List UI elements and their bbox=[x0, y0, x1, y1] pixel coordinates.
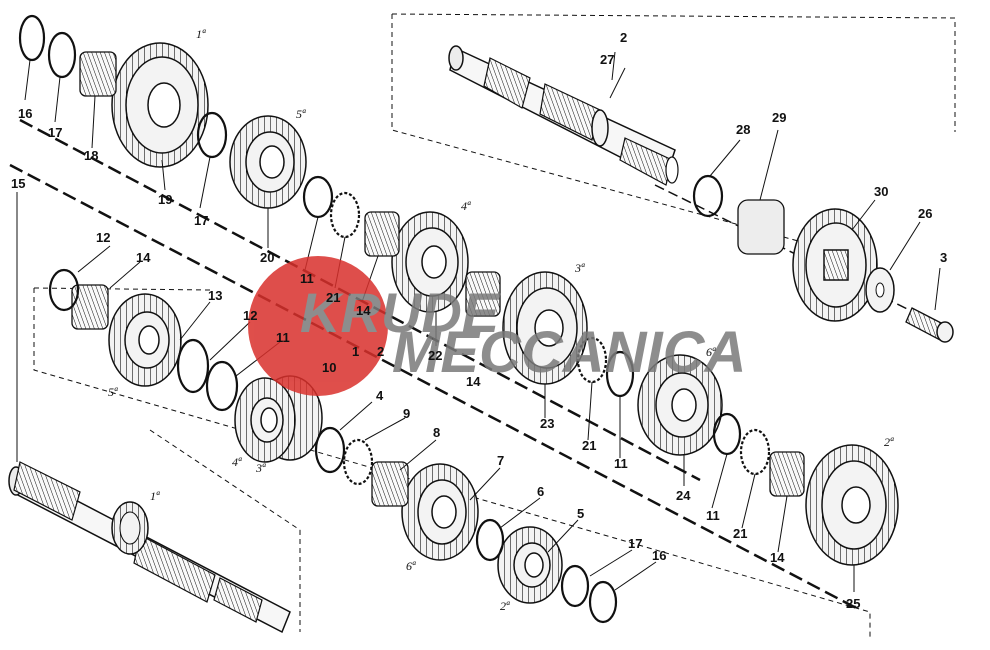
callout-22: 22 bbox=[428, 348, 442, 363]
callout-18: 18 bbox=[84, 148, 98, 163]
output-shaft bbox=[448, 45, 679, 186]
callout-14-c: 14 bbox=[466, 374, 481, 389]
callout-14-d: 14 bbox=[770, 550, 785, 565]
gear-2nd-upper bbox=[805, 444, 899, 566]
callout-13: 13 bbox=[208, 288, 222, 303]
watermark-logo: KRUDE MECCANICA bbox=[248, 256, 746, 396]
gear-6th-lower bbox=[401, 463, 479, 561]
washer-26 bbox=[865, 267, 895, 313]
ordinal-2-upper: 2ª bbox=[884, 435, 894, 449]
callout-26: 26 bbox=[918, 206, 932, 221]
gear-set bbox=[108, 42, 899, 604]
leader-lines bbox=[16, 51, 941, 592]
bearing-14-a bbox=[364, 211, 400, 257]
ordinal-1-upper: 1ª bbox=[196, 27, 206, 41]
ordinal-5-lower: 5ª bbox=[108, 385, 118, 399]
callout-11-b: 11 bbox=[276, 330, 290, 345]
ordinal-1-lower: 1ª bbox=[150, 489, 160, 503]
callout-29: 29 bbox=[772, 110, 786, 125]
callout-12-b: 12 bbox=[243, 308, 257, 323]
callout-14-b: 14 bbox=[356, 303, 371, 318]
callout-2b: 2 bbox=[377, 344, 384, 359]
gear-1st-primary bbox=[111, 42, 209, 168]
callout-28: 28 bbox=[736, 122, 750, 137]
callout-24: 24 bbox=[676, 488, 691, 503]
callout-17-b: 17 bbox=[194, 213, 208, 228]
sprocket-30 bbox=[792, 208, 878, 322]
gear-ordinals: 1ª 5ª 4ª 3ª 6ª 2ª 5ª 4ª 3ª 6ª 2ª 1ª bbox=[108, 27, 894, 613]
bearing-14-c bbox=[769, 451, 805, 497]
callout-17-a: 17 bbox=[48, 125, 62, 140]
callout-21-a: 21 bbox=[326, 290, 340, 305]
ordinal-2-lower: 2ª bbox=[500, 599, 510, 613]
gear-3rd-upper bbox=[502, 271, 588, 385]
callout-2: 2 bbox=[620, 30, 627, 45]
callout-1: 1 bbox=[352, 344, 359, 359]
bolt-3 bbox=[905, 307, 954, 343]
callout-14-a: 14 bbox=[136, 250, 151, 265]
callout-labels: 1 2 2 3 4 5 6 7 8 9 10 11 11 11 11 12 12… bbox=[11, 30, 947, 611]
bearing-18 bbox=[79, 51, 117, 97]
callout-3: 3 bbox=[940, 250, 947, 265]
watermark-line2: MECCANICA bbox=[392, 320, 746, 385]
callout-11-a: 11 bbox=[300, 271, 314, 286]
callout-10: 10 bbox=[322, 360, 336, 375]
output-shaft-axis bbox=[654, 184, 951, 331]
gear-4th-3rd-cluster bbox=[234, 375, 323, 463]
callout-16-b: 16 bbox=[652, 548, 666, 563]
gear-5th-lower bbox=[108, 293, 182, 387]
ordinal-5-upper: 5ª bbox=[296, 107, 306, 121]
bearing-22 bbox=[465, 271, 501, 317]
ordinal-6-lower: 6ª bbox=[406, 559, 416, 573]
gear-6th-upper bbox=[637, 354, 723, 456]
bearing-8 bbox=[371, 461, 409, 507]
rings-and-washers bbox=[18, 14, 771, 624]
callout-9: 9 bbox=[403, 406, 410, 421]
callout-20: 20 bbox=[260, 250, 274, 265]
gear-2nd-lower bbox=[497, 526, 563, 604]
callout-15: 15 bbox=[11, 176, 25, 191]
callout-19: 19 bbox=[158, 192, 172, 207]
callout-12-a: 12 bbox=[96, 230, 110, 245]
callout-7: 7 bbox=[497, 453, 504, 468]
callout-27: 27 bbox=[600, 52, 614, 67]
callout-21-b: 21 bbox=[582, 438, 596, 453]
gear-4th-upper bbox=[391, 211, 469, 313]
callout-25: 25 bbox=[846, 596, 860, 611]
ordinal-3-lower: 3ª bbox=[255, 461, 266, 475]
ordinal-4-lower: 4ª bbox=[232, 455, 242, 469]
callout-5: 5 bbox=[577, 506, 584, 521]
callout-21-c: 21 bbox=[733, 526, 747, 541]
watermark-line1: KRUDE bbox=[300, 281, 501, 344]
callout-8: 8 bbox=[433, 425, 440, 440]
callout-11-c: 11 bbox=[614, 456, 628, 471]
callout-30: 30 bbox=[874, 184, 888, 199]
ordinal-3-upper: 3ª bbox=[574, 261, 585, 275]
callout-4: 4 bbox=[376, 388, 384, 403]
bushing-29 bbox=[737, 199, 785, 255]
callout-6: 6 bbox=[537, 484, 544, 499]
ordinal-6-upper: 6ª bbox=[706, 345, 716, 359]
callout-11-d: 11 bbox=[706, 508, 720, 523]
callout-23: 23 bbox=[540, 416, 554, 431]
input-shaft bbox=[8, 461, 291, 634]
callout-16-a: 16 bbox=[18, 106, 32, 121]
ordinal-4-upper: 4ª bbox=[461, 199, 471, 213]
gear-5th-upper bbox=[229, 115, 307, 209]
callout-17-c: 17 bbox=[628, 536, 642, 551]
